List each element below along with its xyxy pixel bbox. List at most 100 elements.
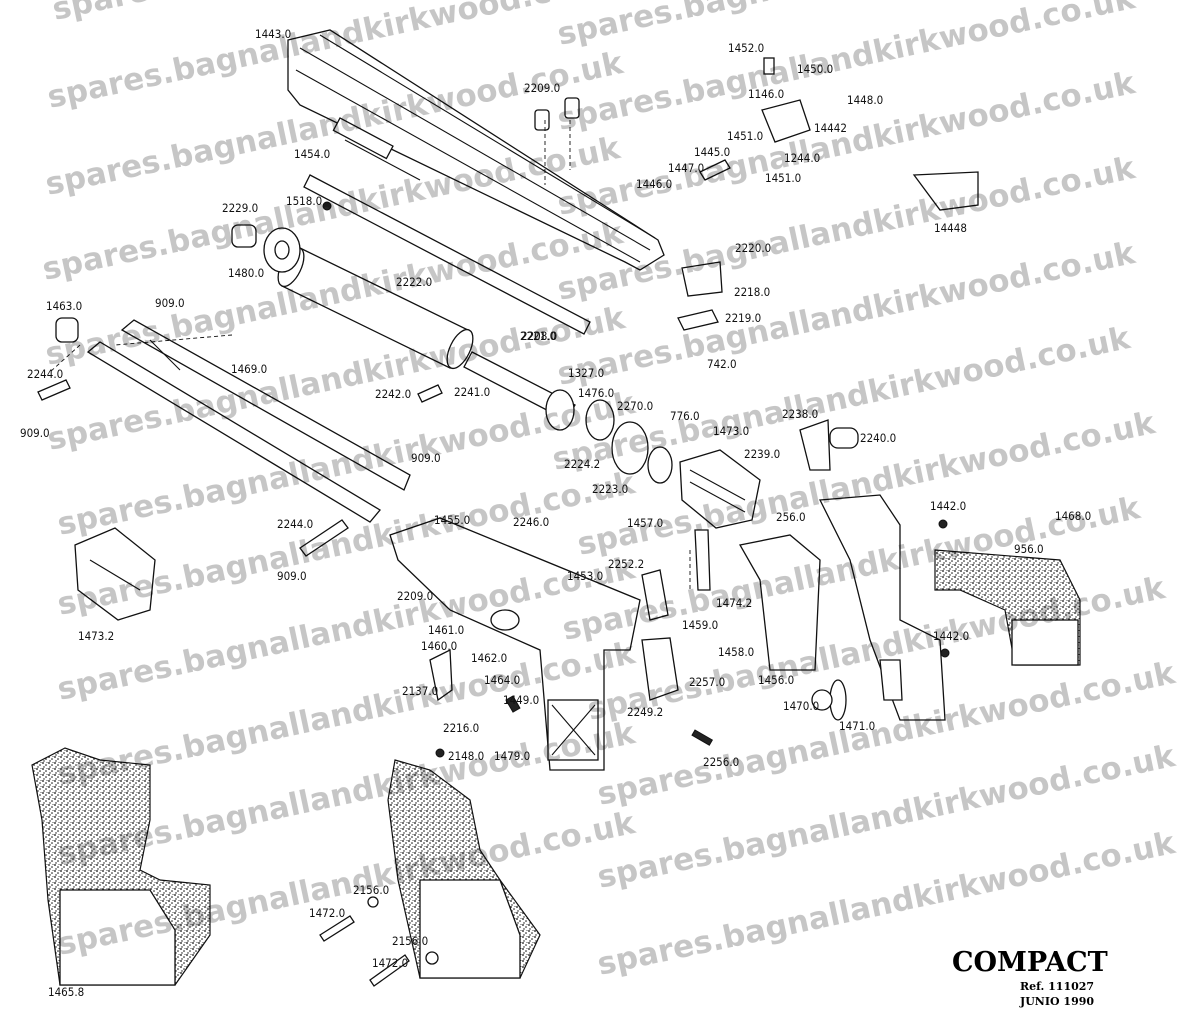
part-label: 1469.0 <box>231 362 267 376</box>
part-label: 2219.0 <box>725 311 761 325</box>
part-label: 1453.0 <box>567 569 603 583</box>
rod-part <box>303 174 591 335</box>
part-label: 1465.8 <box>48 985 84 999</box>
pin-part <box>37 379 71 401</box>
part-label: 1327.0 <box>568 366 604 380</box>
piston-part <box>611 421 649 475</box>
part-label: 2221.0 <box>520 329 556 343</box>
part-label: 1471.0 <box>839 719 875 733</box>
part-label: 1480.0 <box>228 266 264 280</box>
part-label: 1461.0 <box>428 623 464 637</box>
part-label: 909.0 <box>277 569 307 583</box>
part-label: 909.0 <box>20 426 50 440</box>
part-label: 2137.0 <box>402 684 438 698</box>
pin-part <box>299 519 349 557</box>
plate-part <box>799 419 831 471</box>
part-label: 14442 <box>814 121 847 135</box>
reference-number: Ref. 111027 <box>1020 980 1094 993</box>
part-label: 1449.0 <box>503 693 539 707</box>
part-label: 1448.0 <box>847 93 883 107</box>
part-label: 1454.0 <box>294 147 330 161</box>
part-label: 14448 <box>934 221 967 235</box>
parts-artwork <box>31 29 1081 987</box>
part-label: 956.0 <box>1014 542 1044 556</box>
part-label: 2216.0 <box>443 721 479 735</box>
part-label: 1476.0 <box>578 386 614 400</box>
part-label: 1473.0 <box>713 424 749 438</box>
part-label: 2257.0 <box>689 675 725 689</box>
part-label: 1459.0 <box>682 618 718 632</box>
part-label: 1244.0 <box>784 151 820 165</box>
part-label: 2241.0 <box>454 385 490 399</box>
part-label: 1451.0 <box>765 171 801 185</box>
screw-part <box>369 954 410 987</box>
part-label: 1463.0 <box>46 299 82 313</box>
part-label: 1457.0 <box>627 516 663 530</box>
part-label: 776.0 <box>670 409 700 423</box>
part-label: 2256.0 <box>703 755 739 769</box>
part-label: 1464.0 <box>484 673 520 687</box>
part-label: 2246.0 <box>513 515 549 529</box>
part-label: 1458.0 <box>718 645 754 659</box>
part-label: 2222.0 <box>396 275 432 289</box>
part-label: 1446.0 <box>636 177 672 191</box>
part-label: 1443.0 <box>255 27 291 41</box>
part-label: 1472.0 <box>372 956 408 970</box>
part-label: 909.0 <box>155 296 185 310</box>
side-plate-part <box>738 534 821 671</box>
part-label: 2220.0 <box>735 241 771 255</box>
watermark-layer: spares.bagnallandkirkwood.co.ukspares.ba… <box>39 0 1179 983</box>
hammer-block-part <box>679 449 761 529</box>
part-label: 2148.0 <box>448 749 484 763</box>
part-label: 2239.0 <box>744 447 780 461</box>
part-label: 2209.0 <box>397 589 433 603</box>
part-label: 742.0 <box>707 357 737 371</box>
part-label: 2208.0 <box>521 329 557 343</box>
part-label: 1462.0 <box>471 651 507 665</box>
part-label: 1450.0 <box>797 62 833 76</box>
hammer-alt-part <box>74 527 156 621</box>
revision-date: JUNIO 1990 <box>1019 995 1094 1008</box>
part-label: 2270.0 <box>617 399 653 413</box>
part-label: 2156.0 <box>353 883 389 897</box>
part-label: 1442.0 <box>933 629 969 643</box>
part-label: 2244.0 <box>27 367 63 381</box>
part-label: 256.0 <box>776 510 806 524</box>
part-label: 1452.0 <box>728 41 764 55</box>
grip-frame-part <box>818 494 946 721</box>
part-label: 2223.0 <box>592 482 628 496</box>
part-label: 1472.0 <box>309 906 345 920</box>
part-label: 1518.0 <box>286 194 322 208</box>
part-label: 2218.0 <box>734 285 770 299</box>
part-label: 2229.0 <box>222 201 258 215</box>
part-label: 2242.0 <box>375 387 411 401</box>
part-label: 2156.0 <box>392 934 428 948</box>
part-label: 1473.2 <box>78 629 114 643</box>
part-label: 2238.0 <box>782 407 818 421</box>
part-label: 1470.0 <box>783 699 819 713</box>
diagram-title: COMPACT <box>952 947 1108 978</box>
part-label: 1442.0 <box>930 499 966 513</box>
cocking-lever-part <box>86 319 411 523</box>
bushing-part <box>231 224 257 248</box>
part-label: 1474.2 <box>716 596 752 610</box>
rear-sight-part <box>761 99 811 143</box>
part-label: 1456.0 <box>758 673 794 687</box>
part-label: 2249.2 <box>627 705 663 719</box>
trigger-frame-part <box>389 517 641 771</box>
part-label: 909.0 <box>411 451 441 465</box>
part-label: 1451.0 <box>727 129 763 143</box>
part-label: 1468.0 <box>1055 509 1091 523</box>
part-label: 2244.0 <box>277 517 313 531</box>
part-label: 2240.0 <box>860 431 896 445</box>
part-label: 1460.0 <box>421 639 457 653</box>
part-label: 2252.2 <box>608 557 644 571</box>
part-label: 2209.0 <box>524 81 560 95</box>
part-label: 2224.2 <box>564 457 600 471</box>
title-block: COMPACT Ref. 111027 JUNIO 1990 <box>952 947 1108 1008</box>
part-label: 1447.0 <box>668 161 704 175</box>
screw-part <box>319 915 355 942</box>
part-label: 1479.0 <box>494 749 530 763</box>
